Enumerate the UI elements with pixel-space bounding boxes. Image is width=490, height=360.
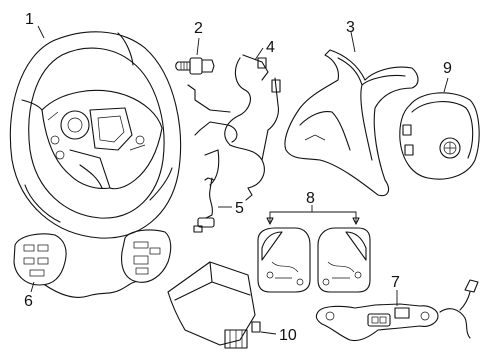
leader-line-3 xyxy=(350,31,356,53)
paddle-shifters xyxy=(257,227,371,293)
callout-9: 9 xyxy=(443,60,452,77)
leader-line-4 xyxy=(254,47,264,61)
callout-4: 4 xyxy=(266,39,275,56)
callout-8: 8 xyxy=(306,190,315,207)
leader-line-1 xyxy=(37,25,45,39)
steering-wheel xyxy=(9,31,181,239)
callout-2: 2 xyxy=(194,20,203,37)
callout-1: 1 xyxy=(25,11,34,28)
button-panel xyxy=(315,279,479,342)
wiring-harness xyxy=(187,54,281,201)
callout-3: 3 xyxy=(346,19,355,36)
control-module xyxy=(167,261,261,349)
leader-line-9 xyxy=(443,77,449,93)
wheel-switches xyxy=(13,229,172,298)
leader-line-6 xyxy=(30,281,35,293)
leader-line-2 xyxy=(196,37,200,56)
leader-line-10 xyxy=(260,331,277,335)
leader-line-8 xyxy=(269,211,357,222)
callout-5: 5 xyxy=(235,200,244,217)
callout-7: 7 xyxy=(391,274,400,291)
bolt xyxy=(175,57,215,75)
airbag-module xyxy=(399,92,480,180)
sensor xyxy=(193,177,215,233)
callout-6: 6 xyxy=(24,293,33,310)
callout-10: 10 xyxy=(279,327,297,344)
trim-cover xyxy=(284,49,419,197)
